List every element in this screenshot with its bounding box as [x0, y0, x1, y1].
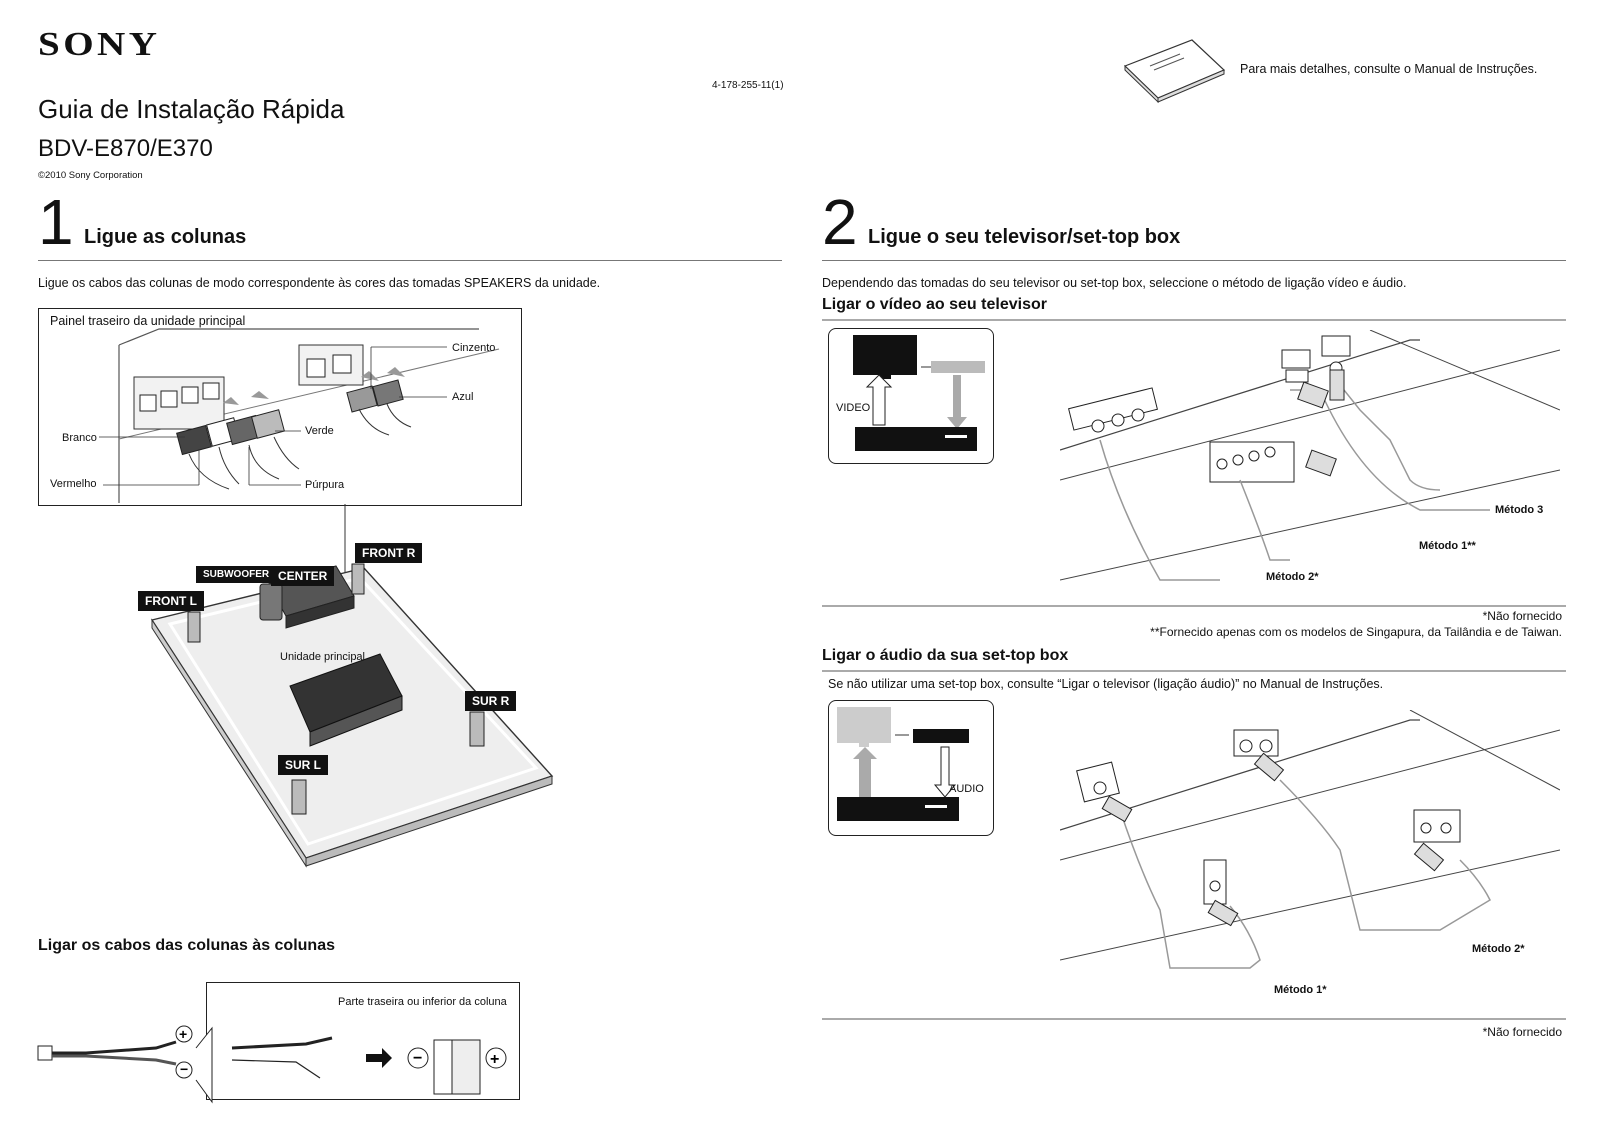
copyright: ©2010 Sony Corporation [38, 170, 143, 181]
audio-method-1: Método 1* [1274, 984, 1327, 996]
speaker-cable-illustration: + − − + [37, 1025, 507, 1104]
tag-sur-l: SUR L [278, 755, 328, 775]
video-inset-box [828, 328, 994, 464]
divider [822, 319, 1566, 321]
model-number: BDV-E870/E370 [38, 135, 213, 162]
tag-subwoofer: SUBWOOFER [196, 566, 277, 583]
tag-sur-r: SUR R [465, 691, 517, 711]
audio-connection-illustration [1060, 710, 1560, 969]
label-green: Verde [305, 425, 334, 437]
audio-intro: Se não utilizar uma set-top box, consult… [828, 677, 1384, 691]
rear-panel-illustration [99, 328, 500, 503]
part-number: 4-178-255-11(1) [712, 80, 784, 91]
manual-book-icon [1123, 39, 1226, 104]
svg-text:−: − [413, 1050, 422, 1067]
video-method-2: Método 2* [1266, 571, 1319, 583]
tag-front-l: FRONT L [138, 591, 204, 611]
divider [822, 1018, 1566, 1020]
tag-center: CENTER [271, 566, 335, 586]
label-red: Vermelho [50, 478, 97, 490]
rear-panel-caption: Painel traseiro da unidade principal [50, 314, 246, 328]
video-note-1: *Não fornecido [1482, 609, 1562, 623]
step-1-intro: Ligue os cabos das colunas de modo corre… [38, 276, 601, 290]
tag-front-r: FRONT R [355, 543, 423, 563]
step-2-intro: Dependendo das tomadas do seu televisor … [822, 276, 1407, 290]
label-blue: Azul [452, 391, 474, 403]
audio-inset-box [828, 700, 994, 836]
svg-text:−: − [180, 1061, 188, 1077]
audio-inset-label: AUDIO [949, 783, 984, 795]
sony-logo: SONY [38, 26, 161, 63]
divider [822, 605, 1566, 607]
rear-panel-box [38, 308, 522, 506]
label-white: Branco [62, 432, 97, 444]
page-title: Guia de Instalação Rápida [38, 94, 345, 124]
cables-title: Ligar os cabos das colunas às colunas [38, 937, 335, 954]
cables-caption: Parte traseira ou inferior da coluna [338, 996, 507, 1008]
svg-text:+: + [179, 1026, 187, 1042]
video-note-2: **Fornecido apenas com os modelos de Sin… [1150, 625, 1562, 639]
video-method-1: Método 1** [1419, 540, 1476, 552]
main-unit-label: Unidade principal [280, 651, 365, 663]
audio-note-1: *Não fornecido [1482, 1025, 1562, 1039]
manual-note: Para mais detalhes, consulte o Manual de… [1240, 62, 1538, 76]
divider [38, 260, 782, 261]
step-2-number: 2 [822, 186, 858, 258]
step-1-number: 1 [38, 186, 74, 258]
step-2-title: Ligue o seu televisor/set-top box [868, 226, 1181, 248]
video-title: Ligar o vídeo ao seu televisor [822, 296, 1047, 313]
divider [822, 670, 1566, 672]
video-inset-illustration [853, 335, 985, 451]
audio-method-2: Método 2* [1472, 943, 1525, 955]
video-method-3: Método 3 [1495, 504, 1544, 516]
video-inset-label: VIDEO [836, 402, 871, 414]
svg-text:+: + [490, 1051, 499, 1068]
video-connection-illustration [1060, 330, 1560, 581]
label-grey: Cinzento [452, 342, 496, 354]
audio-title: Ligar o áudio da sua set-top box [822, 647, 1069, 664]
audio-inset-illustration [837, 707, 969, 821]
label-purple: Púrpura [305, 479, 345, 491]
divider [822, 260, 1566, 261]
step-1-title: Ligue as colunas [84, 226, 247, 248]
